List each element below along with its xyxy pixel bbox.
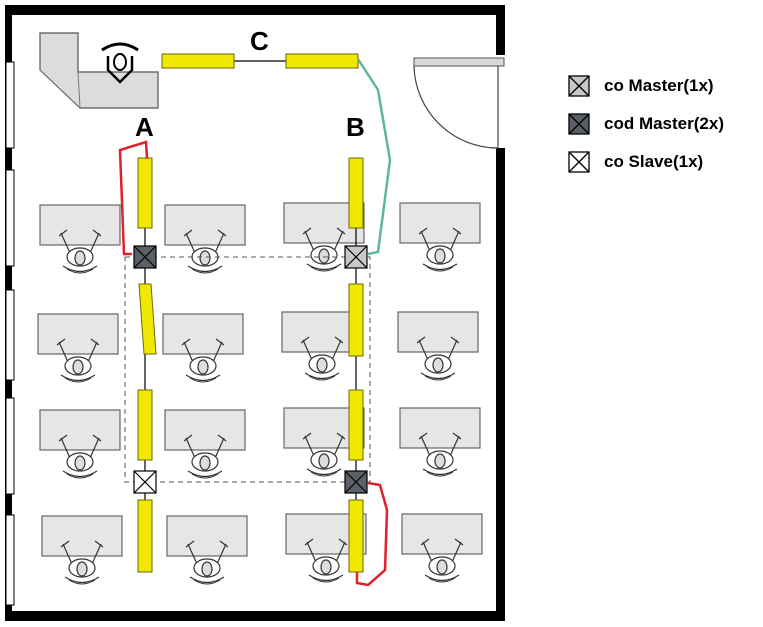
student-desks <box>37 202 483 557</box>
luminaire-b3 <box>348 389 364 461</box>
crossed-box-icon <box>568 75 590 97</box>
legend-item-co-master: co Master(1x) <box>568 75 724 97</box>
luminaire-c-right <box>285 53 359 69</box>
zone-label-b: B <box>346 112 365 142</box>
legend: co Master(1x) cod Master(2x) co Slave(1x… <box>568 75 724 189</box>
luminaire-a4 <box>137 499 153 573</box>
luminaire-a3 <box>137 389 153 461</box>
sensor-b-master <box>344 245 368 269</box>
luminaire-b2 <box>348 283 364 357</box>
legend-label: co Slave(1x) <box>604 152 704 171</box>
luminaires <box>137 53 364 573</box>
windows <box>5 61 15 606</box>
connection-wires <box>144 60 357 500</box>
zone-label-c: C <box>250 26 269 56</box>
sensor-b-dual-master <box>344 470 368 494</box>
green-cable <box>356 58 392 256</box>
crossed-box-icon <box>568 151 590 173</box>
legend-label: cod Master(2x) <box>604 114 724 133</box>
teacher-desk <box>39 32 159 109</box>
red-cable-a <box>118 140 149 256</box>
luminaire-c-left <box>161 53 235 69</box>
luminaire-a1 <box>137 157 153 229</box>
zone-label-a: A <box>135 112 154 142</box>
red-cable-b <box>355 481 389 587</box>
legend-item-co-slave: co Slave(1x) <box>568 151 724 173</box>
legend-label: co Master(1x) <box>604 76 714 95</box>
sensor-a-master <box>133 245 157 269</box>
door <box>413 57 505 149</box>
teacher-chair-icon <box>101 42 139 84</box>
crossed-box-icon <box>568 113 590 135</box>
luminaire-a2 <box>138 283 157 355</box>
luminaire-b4 <box>348 499 364 573</box>
sensor-a-slave <box>133 470 157 494</box>
luminaire-b1 <box>348 157 364 229</box>
legend-item-cod-master: cod Master(2x) <box>568 113 724 135</box>
